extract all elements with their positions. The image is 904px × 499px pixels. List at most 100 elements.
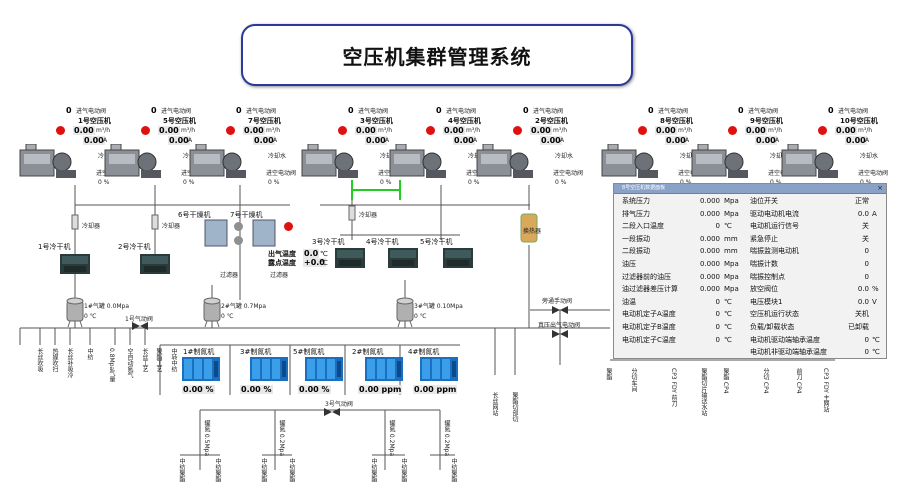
active-pipe [351,180,401,200]
current-unit: A [560,137,565,144]
alarm-indicator [638,126,647,135]
panel-unit: ℃ [724,335,732,344]
dryer-7-label: 7号干燥机 [230,211,263,219]
drain-label: 冷却水 [555,153,574,160]
pct-readout: 0 % [183,179,195,186]
compressor-unit-graphic [781,144,838,178]
close-icon[interactable]: × [877,184,883,192]
current-value: 0.00 [168,136,190,145]
compressor-name: 1号空压机 [78,117,111,125]
right-extra-user: 长丝网站 [491,392,498,416]
nitrogen-4-label: 4#制氮机 [408,348,440,356]
status-zero: 0 [738,106,744,115]
panel-label: 油温 [622,297,636,306]
panel-unit: Mpa [724,285,739,294]
current-unit: A [188,137,193,144]
compressor-unit-graphic [601,144,658,178]
panel-unit-2: ℃ [872,348,880,357]
bottom-user: 中纺聚酯 [260,458,267,482]
branch-label: 长丝工艺 [141,348,148,372]
panel-value-2: 0 [864,260,869,268]
tank-3-readout: 3#气罐 0.10Mpa [414,303,463,310]
cooler-filter-1: 冷却器 [82,223,101,230]
branch-label: 中转中纺 [170,348,177,372]
panel-value-2: 正常 [855,197,869,205]
panel-label-2: 电动机驱动端轴承温度 [750,335,820,344]
flow-value: 0.00 [243,126,265,135]
bypass-valve-label[interactable]: 旁通手动阀 [542,298,573,305]
valve-3-label[interactable]: 3号气动阀 [325,401,353,408]
bottom-user: 中纺聚酯 [450,458,457,482]
panel-value-2: 关机 [855,310,869,319]
flow-unit: m³/h [466,127,481,134]
alarm-indicator [338,126,347,135]
alarm-indicator [141,126,150,135]
valve-1-label[interactable]: 1号气动阀 [125,316,153,323]
outlet-temp-unit: ℃ [320,250,328,258]
panel-title: 8号空压机数据面板 [622,185,666,191]
panel-unit: ℃ [724,310,732,319]
dryer-status-dot-1 [234,222,243,231]
panel-label-2: 紧急停止 [750,234,778,243]
panel-label-2: 负载/卸载状态 [750,323,795,331]
flow-unit: m³/h [678,127,693,134]
current-unit: A [775,137,780,144]
right-user: 前刀 CP4 [795,368,802,394]
alarm-indicator [426,126,435,135]
alarm-indicator [728,126,737,135]
drain-label: 冷却水 [268,153,287,160]
panel-unit-2: A [872,209,877,218]
cooler-4 [388,248,418,268]
panel-unit: ℃ [724,222,732,231]
panel-label: 电动机定子C温度 [622,335,676,344]
main-valve-label[interactable]: 真压出气电动阀 [538,322,581,329]
tank-1-readout: 1#气罐 0.0Mpa [84,303,129,310]
panel-value: 0 [715,297,720,306]
valve-bottom-label: 进空电动阀 [553,170,584,177]
filter-label-1: 过滤器 [220,272,239,279]
cooler-1-label: 1号冷干机 [38,243,71,251]
panel-unit: ℃ [724,323,732,331]
compressor-unit-graphic [691,144,748,178]
branch-label: 长丝补吸冷 [66,348,73,378]
compressor-unit-graphic [301,144,358,178]
panel-value-2: 0 [864,272,869,281]
panel-label: 电动机定子B温度 [622,323,676,331]
branch-label: 热媒吹扫 [51,348,58,372]
compressor-name: 3号空压机 [360,117,393,125]
flow-value: 0.00 [530,126,552,135]
panel-value: 0.000 [699,197,720,205]
nitrogen-2-label: 2#制氮机 [352,348,384,356]
branch-label: 聚酯工艺 [155,348,162,372]
branch-label: 空自动氮气 [126,348,133,378]
status-zero: 0 [436,106,442,115]
nitrogen-4-value: 0.00 ppm [413,385,458,394]
tank-2-temp: 0 ℃ [221,313,234,320]
panel-value: 0.000 [699,272,720,281]
panel-unit: Mpa [724,272,739,281]
compressor-unit-graphic [104,144,161,178]
nitrogen-3-value: 0.00 % [240,385,273,394]
panel-label: 一段振动 [622,234,650,243]
flow-value: 0.00 [158,126,180,135]
title-banner: 空压机集群管理系统 [241,24,633,86]
dew-temp-label: 露点温度 [268,259,296,267]
panel-label: 二段振动 [622,247,650,256]
panel-label-2: 喘振计数 [750,260,778,268]
panel-value: 0.000 [699,234,720,243]
panel-header[interactable]: 8号空压机数据面板 × [614,184,886,194]
panel-unit: Mpa [724,197,739,205]
flow-value: 0.00 [745,126,767,135]
flow-value: 0.00 [835,126,857,135]
panel-unit-2: % [872,285,879,294]
bottom-user: 中纺聚酯 [370,458,377,482]
page-title: 空压机集群管理系统 [342,44,532,69]
tank-1 [66,297,84,328]
right-user: 聚酯切片输送水站 [700,368,707,416]
drain-label: 冷却水 [770,153,789,160]
